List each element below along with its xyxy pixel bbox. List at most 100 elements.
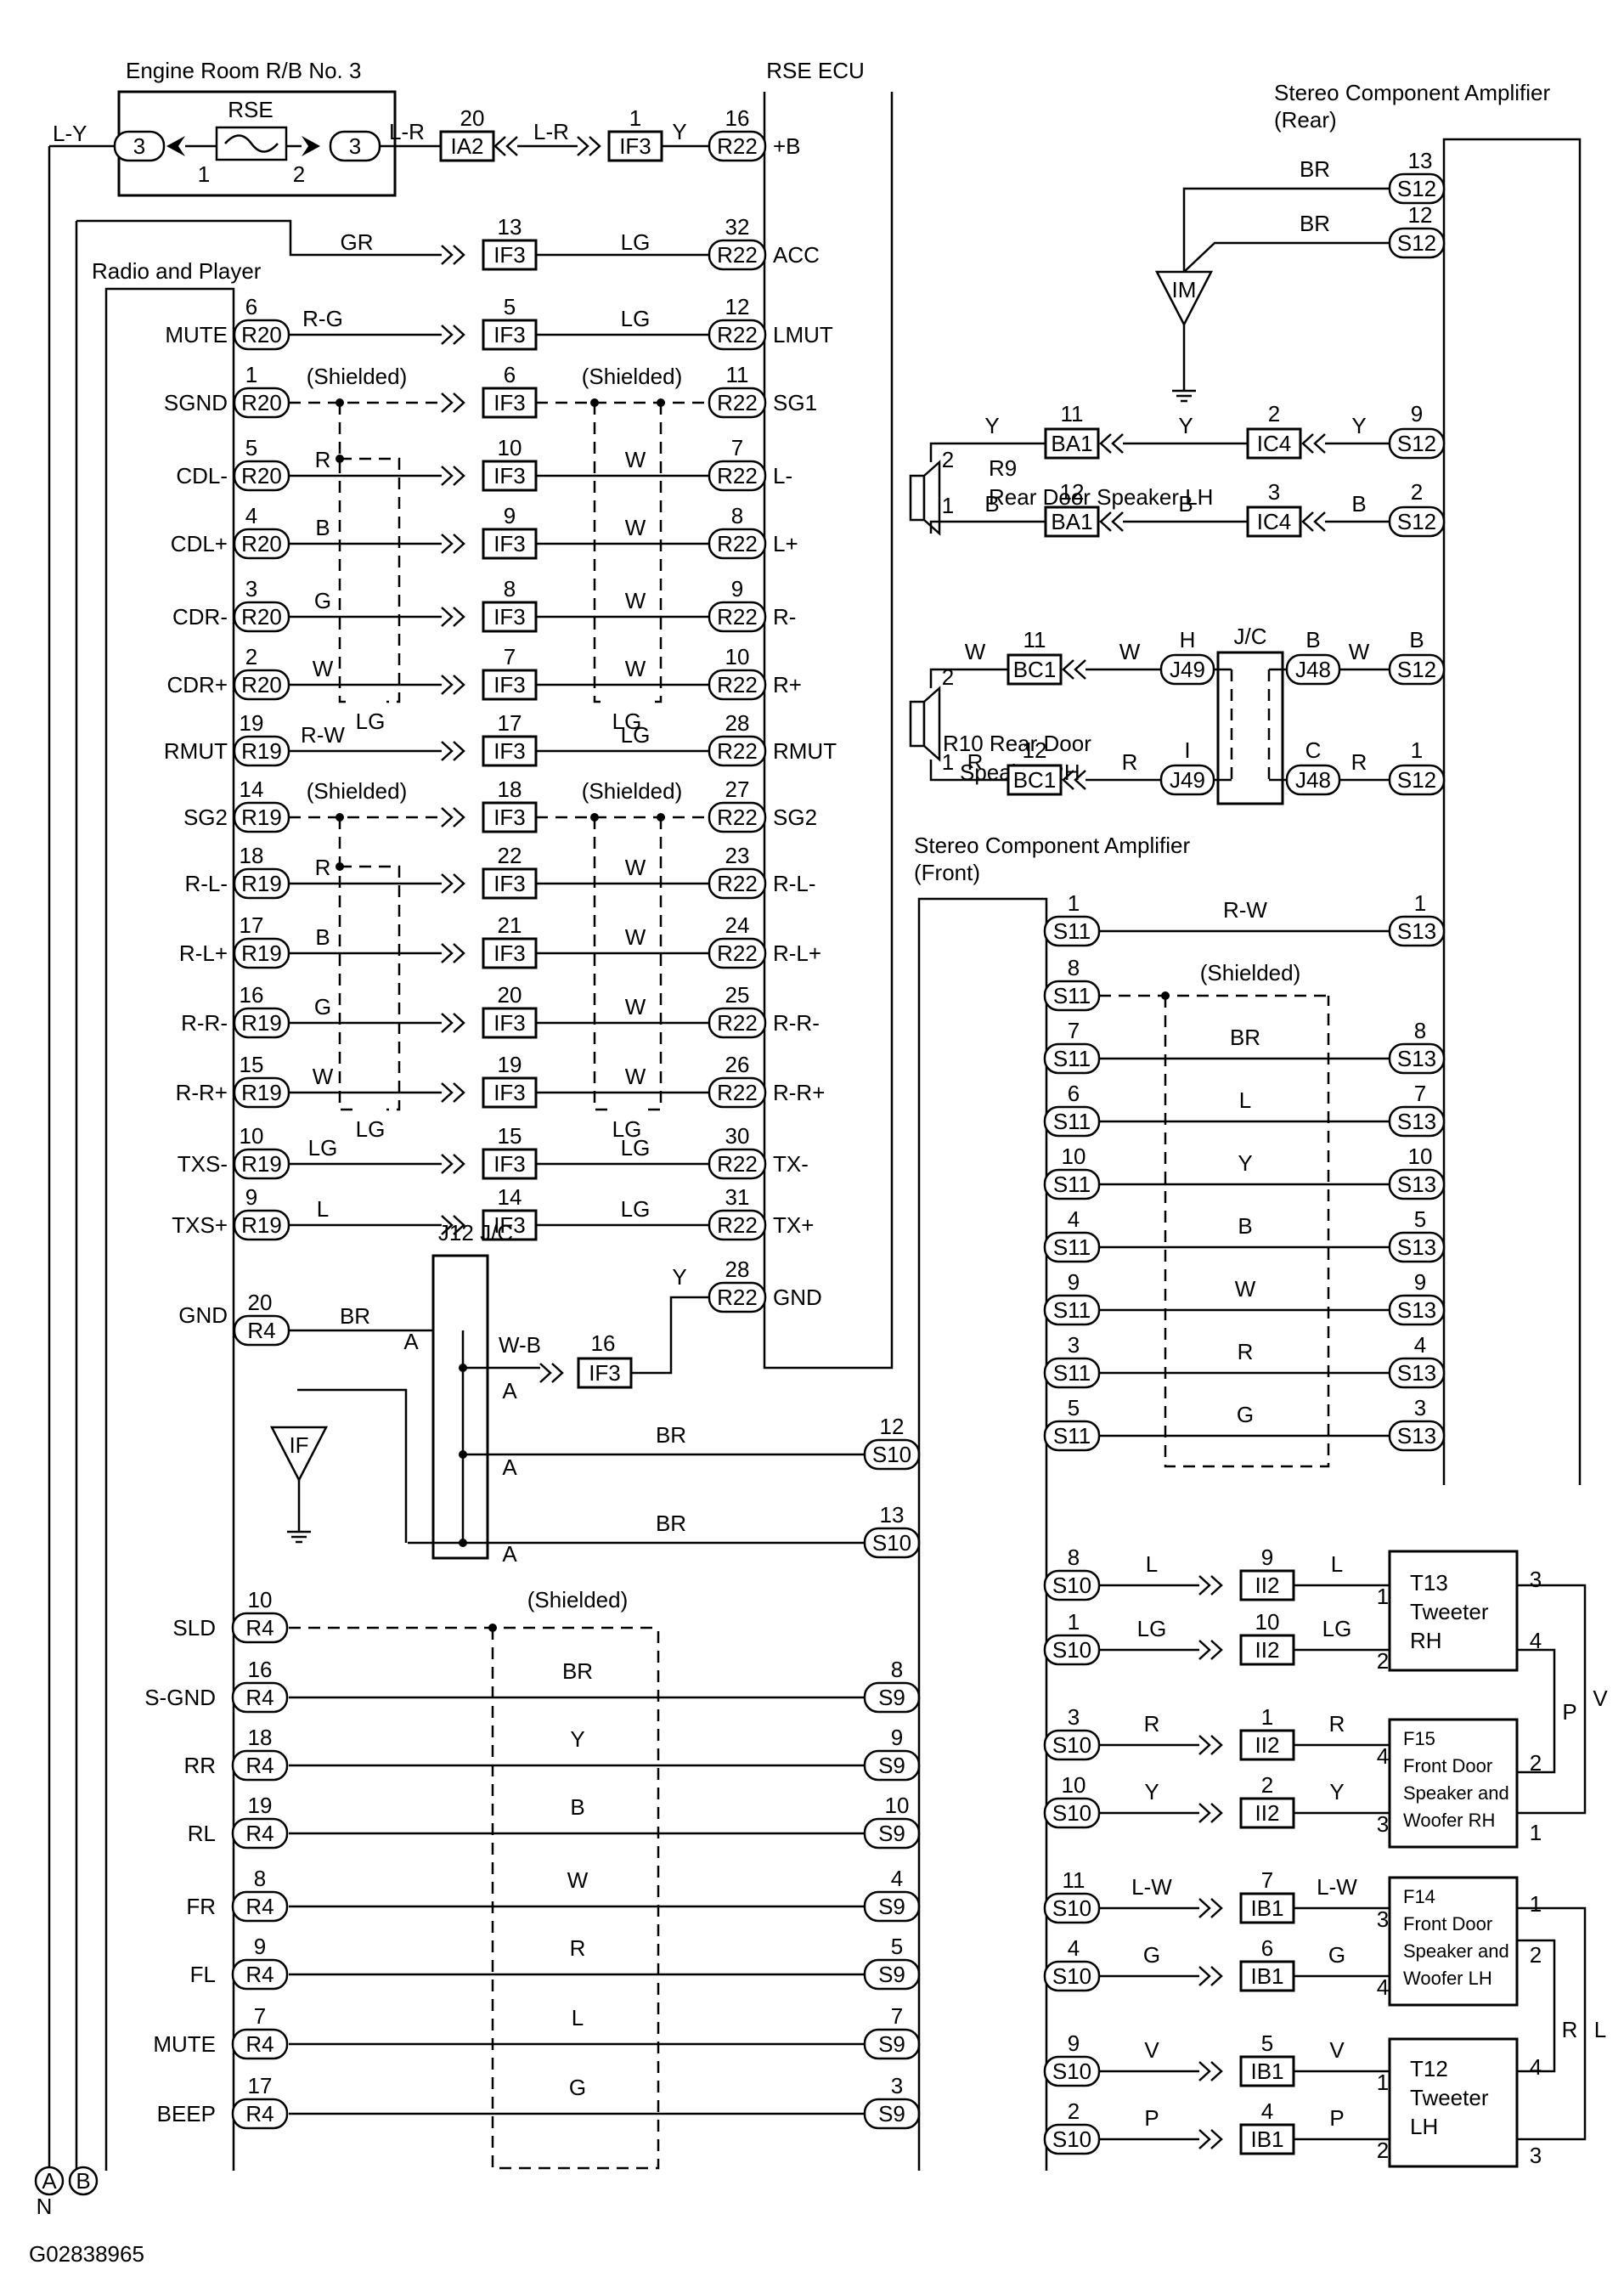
- r9-wire-label-2: B: [1178, 491, 1193, 517]
- chevron-right-icon: [453, 943, 465, 963]
- rb-pin-right: 2: [293, 161, 305, 187]
- s11-connector-label: S11: [1053, 983, 1091, 1008]
- radio-pin-connector-label: R19: [241, 738, 282, 764]
- radio-wire-label-left: G: [314, 588, 331, 613]
- radio-wire-label-right: LG: [621, 722, 651, 748]
- s11-connector-label: S11: [1053, 1423, 1091, 1449]
- ecu-pin-label: LMUT: [773, 322, 833, 347]
- r9-speaker-pin: 1: [942, 493, 954, 518]
- wire-y-gnd: [631, 1296, 709, 1375]
- r4-connector-label: R4: [245, 1894, 273, 1919]
- front-inline-connector: [1239, 1960, 1295, 1992]
- s9-pin: 5: [891, 1934, 903, 1959]
- front-amp-subtitle: (Front): [914, 860, 980, 885]
- ecu-pin-number: 16: [725, 105, 750, 131]
- r4-wire-label: Y: [570, 1726, 584, 1752]
- s12-pin: B: [1409, 627, 1424, 652]
- s10-connector-front-label: S10: [1052, 2059, 1091, 2084]
- radio-pin-number: 9: [245, 1184, 257, 1210]
- r4-pin: 7: [254, 2003, 266, 2029]
- chevron-right-icon: [441, 325, 454, 345]
- r10-wire-bottom: [929, 760, 1007, 782]
- bc1-connector-label: BC1: [1013, 767, 1057, 793]
- ba1-connector: [1044, 427, 1100, 460]
- f15-name-1: Front Door: [1403, 1755, 1492, 1776]
- ground-im-icon-label: IM: [1172, 277, 1197, 302]
- radio-gnd-pin: 20: [248, 1290, 273, 1315]
- jumper-v: [1517, 1584, 1587, 1815]
- front-speaker-wire-label-1: L-W: [1131, 1874, 1172, 1900]
- radio-wire-label-right: W: [625, 855, 646, 880]
- s11-pin: 3: [1068, 1332, 1080, 1358]
- r4-connector-label: R4: [245, 1615, 273, 1641]
- r10-wire-label-3: W: [1349, 639, 1370, 664]
- s13-connector: [1388, 1294, 1446, 1326]
- if3-connector-label: IF3: [493, 463, 526, 489]
- r9-wire-label-1: Y: [984, 413, 999, 438]
- radio-wire-label-left: L: [317, 1196, 329, 1222]
- s11-connector-label: S11: [1053, 1297, 1091, 1323]
- s12-connector-label: S12: [1397, 509, 1436, 534]
- wire-gr-label: GR: [341, 229, 374, 255]
- chevron-right-icon: [441, 607, 454, 627]
- ecu-pin-number: 12: [725, 294, 750, 319]
- front-speaker-wire-label-2: L-W: [1317, 1874, 1357, 1900]
- s13-pin: 8: [1414, 1018, 1426, 1043]
- f14-pin-1: 1: [1530, 1891, 1542, 1917]
- radio-wire-label-left: R: [315, 855, 331, 880]
- front-inline-pin: 7: [1261, 1867, 1273, 1893]
- s10-connector-front-label: S10: [1052, 1573, 1091, 1598]
- r9-wire-label-2: Y: [1178, 413, 1193, 438]
- radio-pin-connector-label: R20: [241, 463, 282, 489]
- chevron-right-icon: [453, 1013, 465, 1033]
- radio-pin-connector-label: R19: [241, 805, 282, 830]
- chevron-right-icon: [441, 534, 454, 554]
- bc1-pin: 11: [1023, 627, 1046, 652]
- chevron-right-icon: [1210, 1803, 1223, 1823]
- j48-pin: C: [1305, 737, 1322, 763]
- radio-wire-label-right: LG: [621, 1135, 651, 1161]
- s9-pin: 7: [891, 2003, 903, 2029]
- speaker-icon: [922, 460, 941, 536]
- jumper-l: [1517, 1906, 1587, 2141]
- front-wire-label: L: [1239, 1087, 1251, 1113]
- chevron-left-icon: [1111, 433, 1124, 454]
- chevron-right-icon: [441, 943, 454, 963]
- t12-side: LH: [1410, 2114, 1438, 2139]
- s10-front-pin: 10: [1062, 1772, 1086, 1798]
- s9-pin: 3: [891, 2073, 903, 2098]
- r4-wire-label: G: [569, 2075, 586, 2100]
- rear-jc-box: [1216, 651, 1284, 805]
- if3-connector-b: [607, 130, 663, 162]
- r10-wire-top: [929, 668, 1007, 688]
- chevron-left-icon: [1099, 511, 1112, 532]
- r10-wire-label-1: W: [965, 639, 986, 664]
- chevron-right-icon: [1198, 1966, 1211, 1986]
- r9-wire-top: [929, 442, 1079, 462]
- chevron-right-icon: [453, 873, 465, 894]
- radio-pin-connector-label: R19: [241, 1212, 282, 1238]
- if3-pin: 22: [498, 843, 522, 868]
- radio-pin-number: 5: [245, 435, 257, 460]
- terminal-arrow-icon: [302, 136, 320, 156]
- if3-connector-b-label: IF3: [619, 133, 651, 159]
- ecu-pin-label: TX-: [773, 1151, 809, 1177]
- t13-pin-3: 3: [1530, 1567, 1542, 1592]
- s9-connector-label: S9: [878, 1894, 905, 1919]
- j49-pin: H: [1180, 627, 1196, 652]
- ecu-pin-label: +B: [773, 133, 801, 159]
- s12-connector: [1388, 427, 1446, 460]
- front-wire-label: BR: [1230, 1025, 1260, 1050]
- radio-wire-label-left: W: [313, 1064, 334, 1089]
- r9-wire-label-3: Y: [1351, 413, 1366, 438]
- radio-pin-number: 16: [240, 982, 264, 1008]
- if3-connector-label: IF3: [493, 805, 526, 830]
- chevron-left-icon: [1313, 433, 1326, 454]
- r4-connector: [231, 2028, 289, 2060]
- if3-connector-label: IF3: [493, 672, 526, 698]
- r9-wire-bottom: [929, 520, 1079, 534]
- chevron-right-icon: [1198, 1898, 1211, 1918]
- if3-connector: [482, 669, 538, 701]
- s9-pin: 4: [891, 1866, 903, 1891]
- f14-name-2: Speaker and: [1403, 1940, 1509, 1962]
